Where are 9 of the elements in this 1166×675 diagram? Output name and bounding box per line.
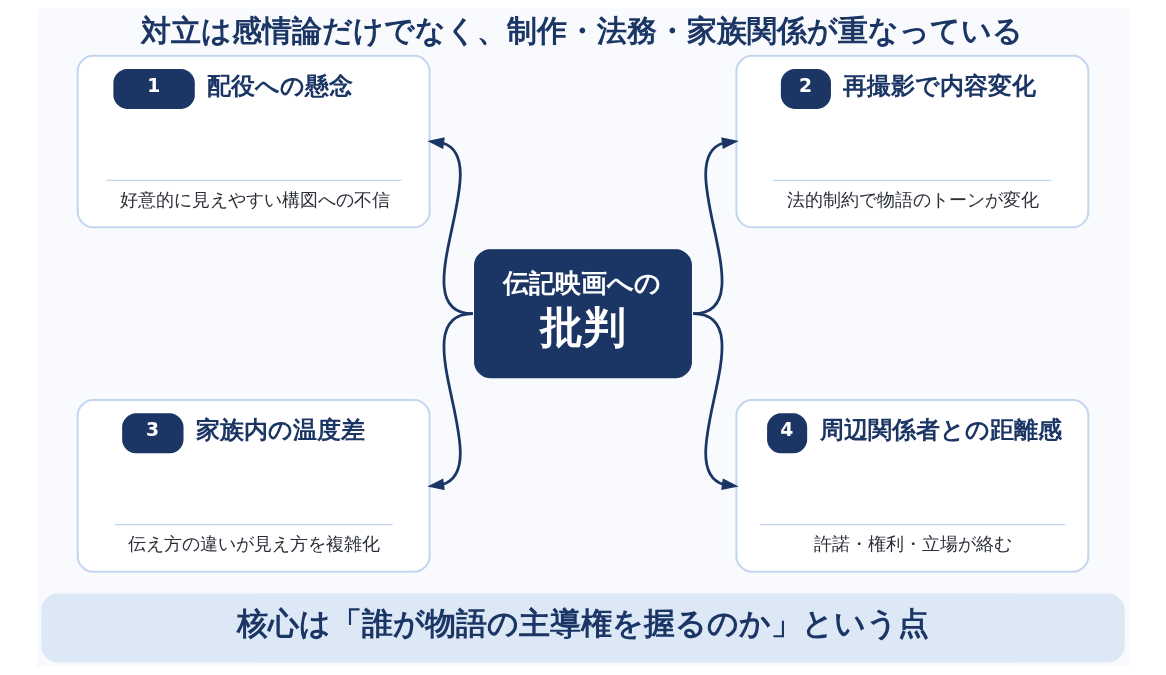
node-box: 伝記映画への 批判	[474, 249, 692, 379]
diagram-title: 対立は感情論だけでなく、制作・法務・家族関係が重なっている	[140, 12, 1023, 48]
node-box: 2 再撮影で内容変化 法的制約で物語のトーンが変化	[735, 54, 1090, 229]
node-box: 4 周辺関係者との距離感 許諾・権利・立場が絡む	[735, 399, 1090, 573]
node-box: 核心は「誰が物語の主導権を握るのか」という点	[41, 593, 1125, 663]
node-box: 1 配役への懸念 好意的に見えやすい構図への不信	[76, 54, 431, 229]
arrow	[427, 312, 474, 491]
arrow	[692, 312, 739, 491]
node-box: 3 家族内の温度差 伝え方の違いが見え方を複雑化	[76, 399, 431, 573]
